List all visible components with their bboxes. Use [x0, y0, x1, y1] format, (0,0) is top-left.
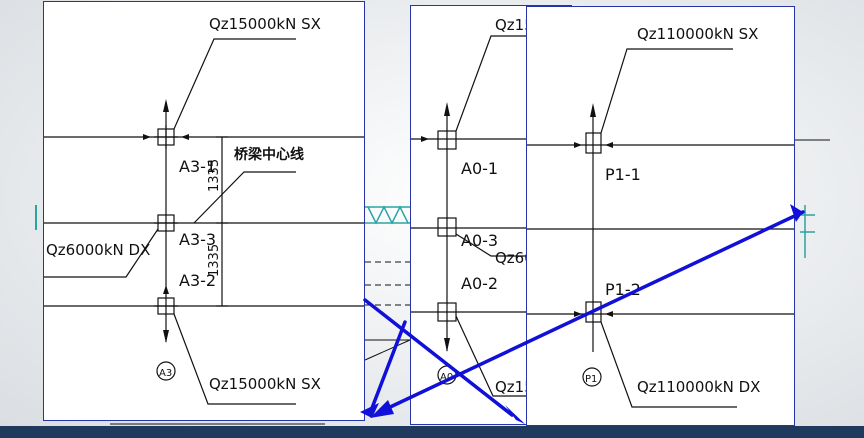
truss-fragment [365, 205, 410, 225]
pier-label-p1-1: P1-1 [605, 165, 641, 184]
axis-circle [156, 361, 176, 381]
pier-label-a0-2: A0-2 [461, 274, 498, 293]
bottom-bar [0, 426, 864, 438]
pier-label-p1-2: P1-2 [605, 280, 641, 299]
bearing-top-label: Qz15000kN SX [209, 15, 321, 33]
pier-label-a3-3: A3-3 [179, 230, 216, 249]
right-edge-fragment [800, 205, 815, 258]
dimension-upper: 1335 [207, 159, 222, 192]
center-line-label: 桥梁中心线 [234, 146, 304, 163]
axis-tag-a3: A3 [159, 368, 172, 379]
pier-label-a3-2: A3-2 [179, 271, 216, 290]
axis-tag-p1: P1 [585, 374, 597, 385]
bearing-bottom-label: Qz15000kN SX [209, 375, 321, 393]
pier-label-a3-1: A3-1 [179, 157, 216, 176]
a0-bearing-top-label: Qz15 [495, 16, 534, 34]
p1-bearing-bottom-label: Qz110000kN DX [637, 378, 760, 396]
drawing-panel-a3: Qz15000kN SX Qz6000kN DX Qz15000kN SX 桥梁… [43, 1, 365, 421]
dimension-lower: 1335 [207, 244, 222, 277]
p1-bearing-top-label: Qz110000kN SX [637, 25, 758, 43]
pier-label-a0-3: A0-3 [461, 231, 498, 250]
axis-tag-a0: A0 [440, 372, 453, 383]
pier-label-a0-1: A0-1 [461, 159, 498, 178]
drawing-panel-p1: Qz110000kN SX Qz110000kN DX P1-1 P1-2 P1 [526, 6, 795, 426]
bearing-left-label: Qz6000kN DX [46, 241, 150, 259]
